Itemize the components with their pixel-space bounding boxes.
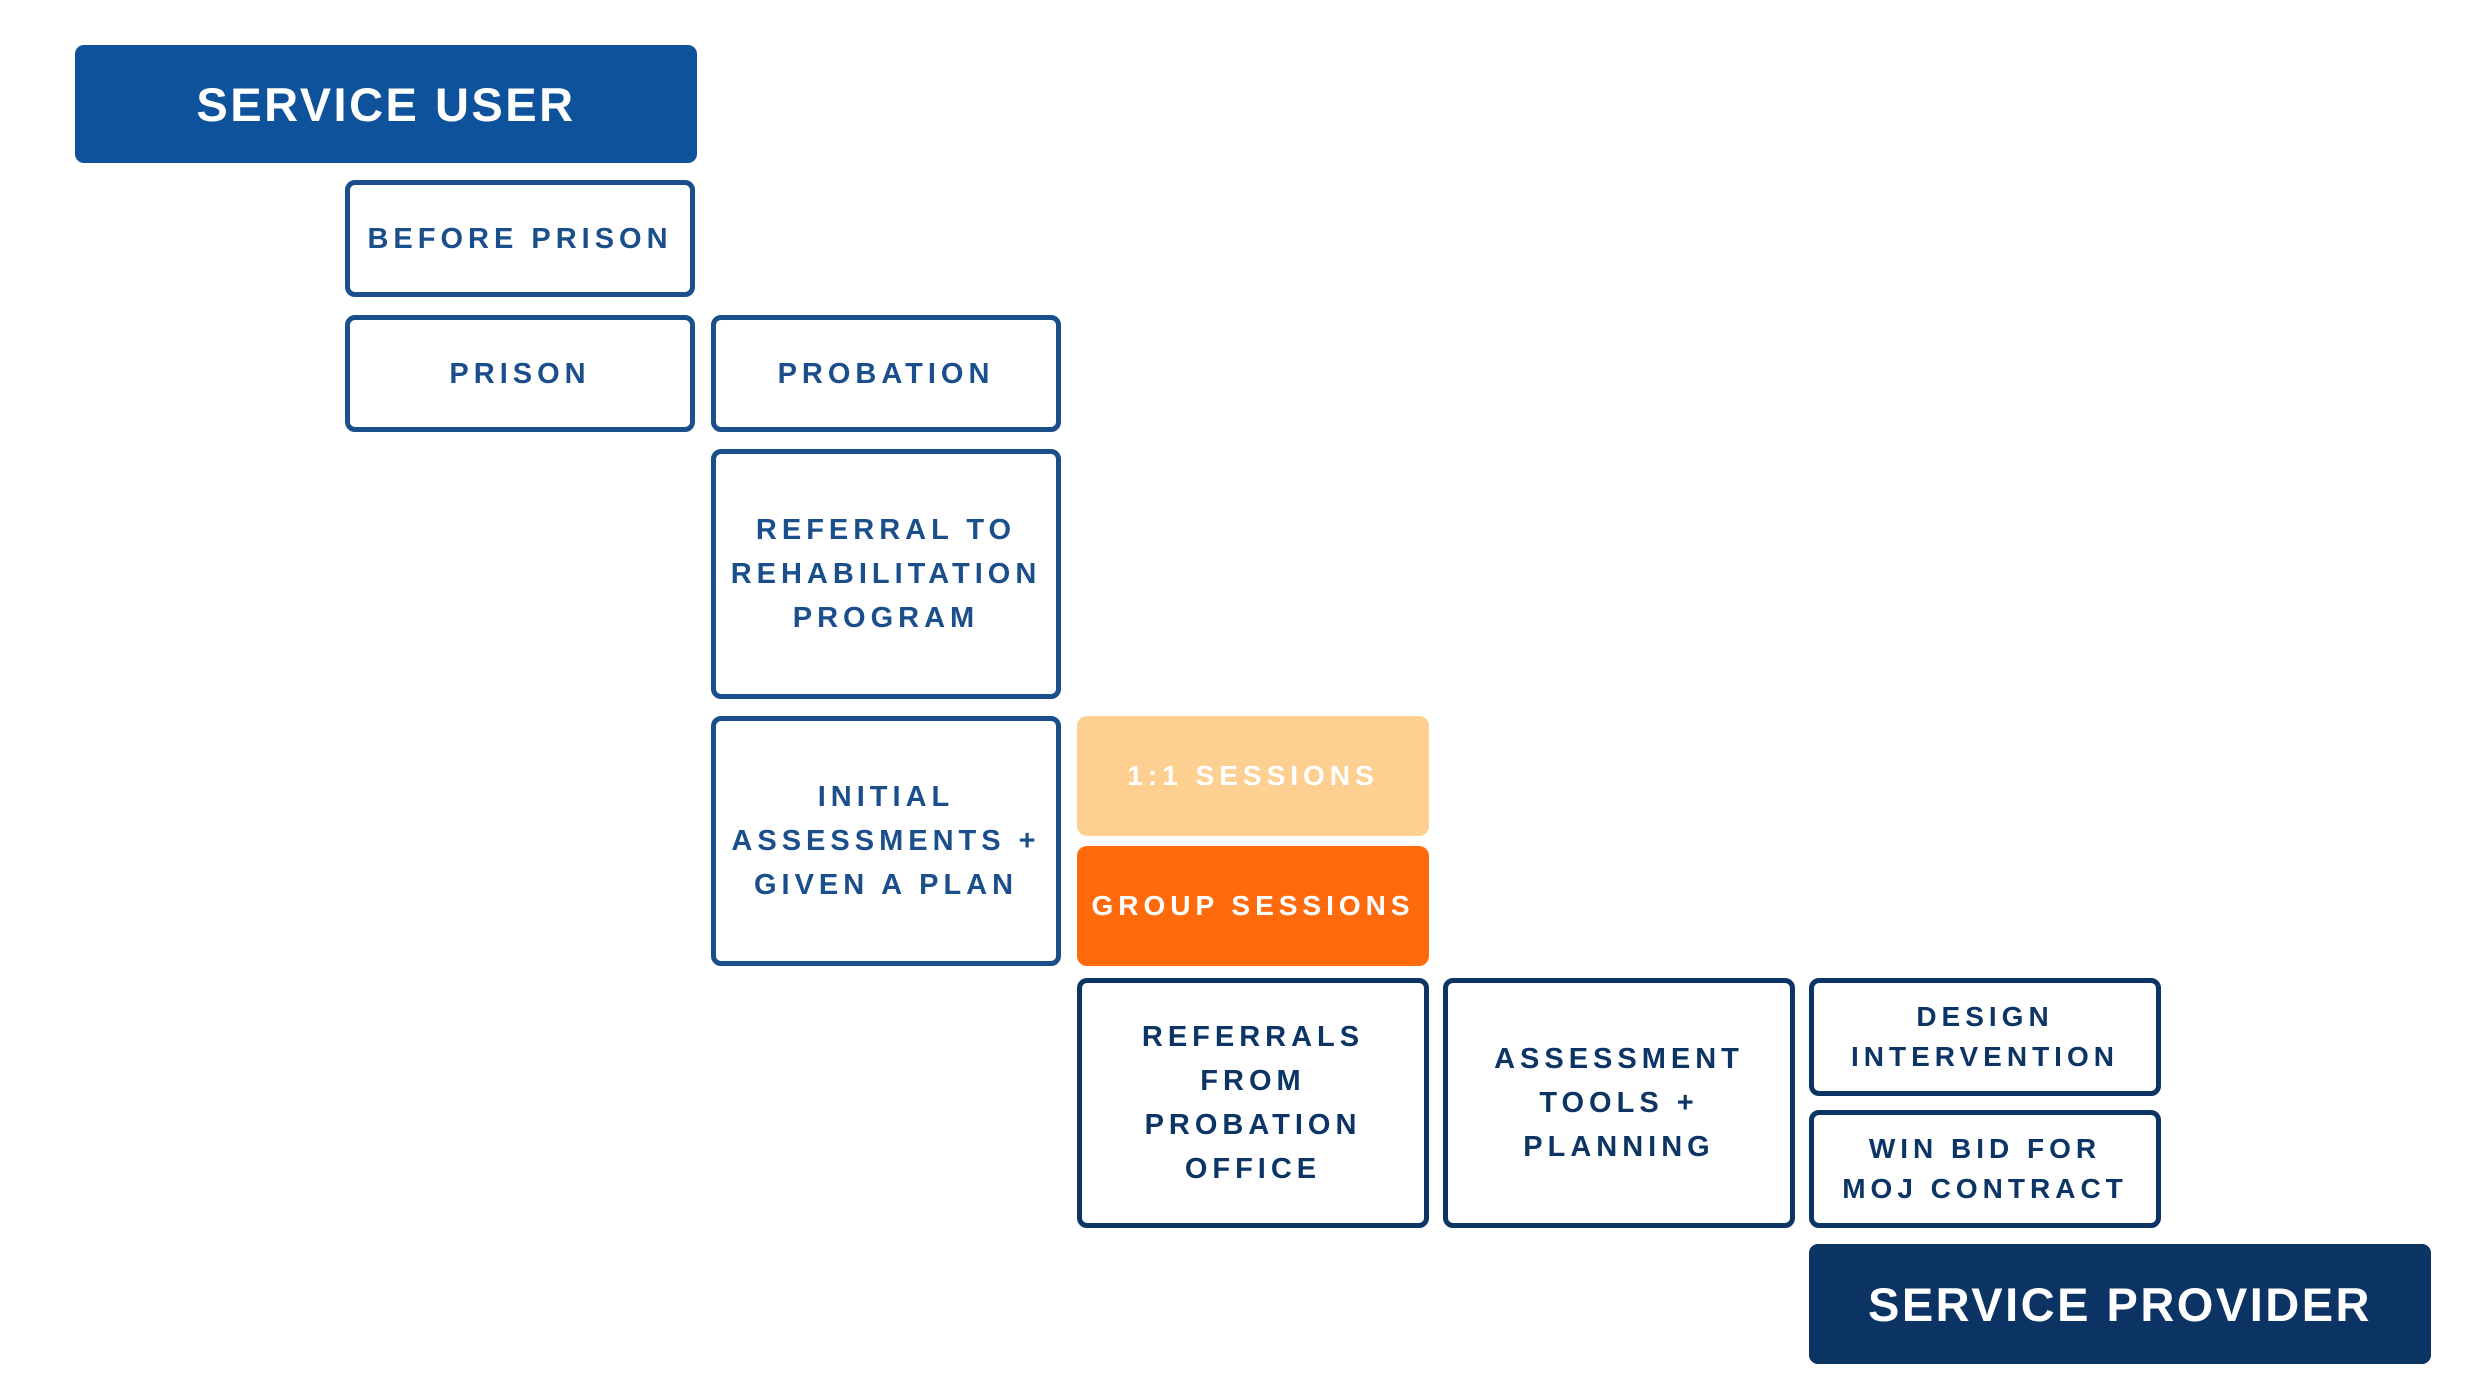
step-win-bid: WIN BID FOR MOJ CONTRACT <box>1809 1110 2161 1228</box>
text-line: REFERRAL TO <box>755 514 1017 546</box>
step-prison: PRISON <box>345 315 695 432</box>
text-line: INTERVENTION <box>1851 1041 2119 1072</box>
referral-to-rehabilitation-text: REFERRAL TO REHABILITATION PROGRAM <box>731 508 1042 640</box>
win-bid-text: WIN BID FOR MOJ CONTRACT <box>1842 1129 2128 1209</box>
text-line: FROM <box>1200 1065 1306 1097</box>
step-before-prison: BEFORE PRISON <box>345 180 695 297</box>
text-line: TOOLS + <box>1539 1087 1699 1119</box>
text-line: MOJ CONTRACT <box>1842 1173 2128 1204</box>
text-line: WIN BID FOR <box>1868 1133 2102 1164</box>
referrals-from-probation-text: REFERRALS FROM PROBATION OFFICE <box>1142 1015 1364 1191</box>
service-user-label: SERVICE USER <box>196 77 576 131</box>
text-line: DESIGN <box>1916 1001 2054 1032</box>
step-initial-assessments: INITIAL ASSESSMENTS + GIVEN A PLAN <box>711 716 1061 966</box>
service-user-header: SERVICE USER <box>75 45 697 163</box>
before-prison-label: BEFORE PRISON <box>367 222 673 255</box>
step-one-to-one-sessions: 1:1 SESSIONS <box>1077 716 1429 836</box>
text-line: ASSESSMENTS + <box>731 825 1041 857</box>
text-line: ASSESSMENT <box>1494 1043 1744 1075</box>
step-design-intervention: DESIGN INTERVENTION <box>1809 978 2161 1096</box>
text-line: REFERRALS <box>1141 1021 1365 1053</box>
text-line: INITIAL <box>817 781 955 813</box>
group-sessions-label: GROUP SESSIONS <box>1091 890 1415 921</box>
text-line: PROBATION <box>1144 1109 1362 1141</box>
step-referral-to-rehabilitation: REFERRAL TO REHABILITATION PROGRAM <box>711 449 1061 699</box>
one-to-one-sessions-label: 1:1 SESSIONS <box>1127 760 1379 791</box>
step-group-sessions: GROUP SESSIONS <box>1077 846 1429 966</box>
step-assessment-tools: ASSESSMENT TOOLS + PLANNING <box>1443 978 1795 1228</box>
service-provider-header: SERVICE PROVIDER <box>1809 1244 2431 1364</box>
service-provider-label: SERVICE PROVIDER <box>1867 1277 2373 1331</box>
text-line: GIVEN A PLAN <box>753 869 1019 901</box>
text-line: PROGRAM <box>792 602 980 634</box>
step-probation: PROBATION <box>711 315 1061 432</box>
initial-assessments-text: INITIAL ASSESSMENTS + GIVEN A PLAN <box>731 775 1040 907</box>
assessment-tools-text: ASSESSMENT TOOLS + PLANNING <box>1494 1037 1744 1169</box>
prison-label: PRISON <box>449 357 591 390</box>
text-line: REHABILITATION <box>730 558 1042 590</box>
text-line: OFFICE <box>1184 1153 1322 1185</box>
step-referrals-from-probation: REFERRALS FROM PROBATION OFFICE <box>1077 978 1429 1228</box>
probation-label: PROBATION <box>777 357 995 390</box>
design-intervention-text: DESIGN INTERVENTION <box>1851 997 2119 1077</box>
text-line: PLANNING <box>1523 1131 1715 1163</box>
